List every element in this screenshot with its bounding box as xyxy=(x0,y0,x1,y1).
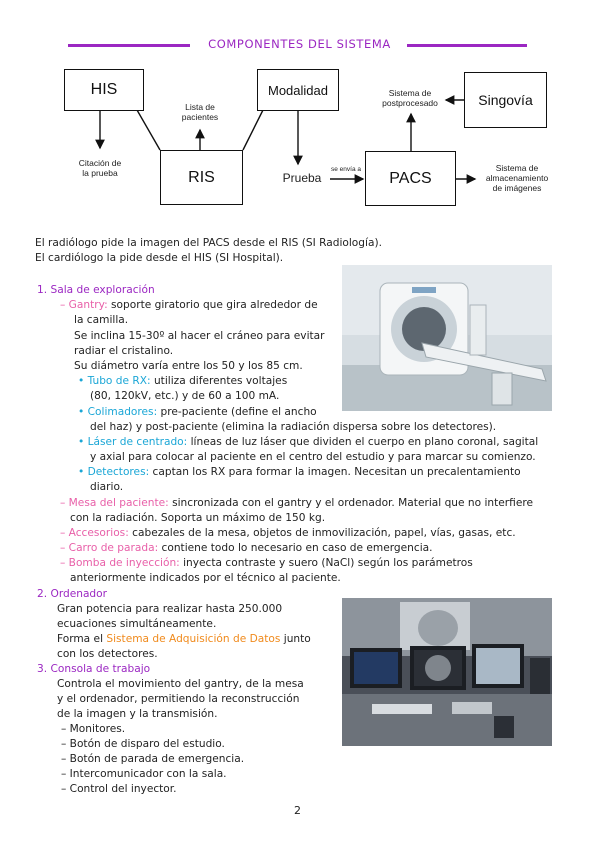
consola-item: – Intercomunicador con la sala. xyxy=(61,768,227,780)
ris-box: RIS xyxy=(160,150,243,205)
ordenador-line-1: Gran potencia para realizar hasta 250.00… xyxy=(57,603,283,615)
consola-line-1: Controla el movimiento del gantry, de la… xyxy=(57,678,304,690)
mesa-line-1: – Mesa del paciente: sincronizada con el… xyxy=(60,497,533,509)
ordenador-line-3: Forma el Sistema de Adquisición de Datos… xyxy=(57,633,311,645)
intro-line-1: El radiólogo pide la imagen del PACS des… xyxy=(35,237,382,249)
colim-line-1: • Colimadores: pre-paciente (define el a… xyxy=(78,406,317,418)
laser-line-1: • Láser de centrado: líneas de luz láser… xyxy=(78,436,539,448)
colim-line-2: del haz) y post-paciente (elimina la rad… xyxy=(90,421,497,433)
diametro-line: Su diámetro varía entre los 50 y los 85 … xyxy=(74,360,303,372)
page-number: 2 xyxy=(294,804,301,817)
citacion-label: Citación de la prueba xyxy=(78,158,122,178)
console-photo xyxy=(342,598,552,746)
header-rule-left xyxy=(68,44,190,47)
diagram-arrows xyxy=(95,95,477,184)
consola-item: – Botón de parada de emergencia. xyxy=(61,753,245,765)
ordenador-line-4: con los detectores. xyxy=(57,648,158,660)
bomba-line-1: – Bomba de inyección: inyecta contraste … xyxy=(60,557,473,569)
modalidad-box: Modalidad xyxy=(257,69,339,111)
laser-line-2: y axial para colocar al paciente en el c… xyxy=(90,451,536,463)
prueba-label: Prueba xyxy=(282,171,322,185)
header-rule-right xyxy=(407,44,527,47)
accesorios-line: – Accesorios: cabezales de la mesa, obje… xyxy=(60,527,516,539)
consola-line-3: de la imagen y la transmisión. xyxy=(57,708,218,720)
almacenamiento-label: Sistema de almacenamiento de imágenes xyxy=(485,163,549,193)
consola-item: – Monitores. xyxy=(61,723,126,735)
tubo-line-2: (80, 120kV, etc.) y de 60 a 100 mA. xyxy=(90,390,280,402)
consola-line-2: y el ordenador, permitiendo la reconstru… xyxy=(57,693,300,705)
section-3-heading: 3. Consola de trabajo xyxy=(37,663,151,675)
mesa-line-2: con la radiación. Soporta un máximo de 1… xyxy=(70,512,326,524)
tubo-line-1: • Tubo de RX: utiliza diferentes voltaje… xyxy=(78,375,288,387)
detect-line-1: • Detectores: captan los RX para formar … xyxy=(78,466,521,478)
page-title: COMPONENTES DEL SISTEMA xyxy=(208,37,391,51)
bomba-line-2: anteriormente indicados por el técnico a… xyxy=(70,572,341,584)
section-1-heading: 1. Sala de exploración xyxy=(37,284,155,296)
carro-line: – Carro de parada: contiene todo lo nece… xyxy=(60,542,433,554)
consola-item: – Control del inyector. xyxy=(61,783,177,795)
section-2-heading: 2. Ordenador xyxy=(37,588,107,600)
detect-line-2: diario. xyxy=(90,481,124,493)
pacs-box: PACS xyxy=(365,151,456,206)
singovia-box: Singovía xyxy=(464,72,547,128)
gantry-line-1: – Gantry: soporte giratorio que gira alr… xyxy=(60,299,318,311)
postprocesado-label: Sistema de postprocesado xyxy=(382,88,438,108)
se-envia-label: se envía a xyxy=(331,166,361,173)
ct-scanner-photo xyxy=(342,265,552,411)
his-box: HIS xyxy=(64,69,144,111)
ordenador-line-2: ecuaciones simultáneamente. xyxy=(57,618,217,630)
consola-item: – Botón de disparo del estudio. xyxy=(61,738,225,750)
lista-pacientes-label: Lista de pacientes xyxy=(181,102,219,122)
gantry-line-2: la camilla. xyxy=(74,314,129,326)
inclina-line-1: Se inclina 15-30º al hacer el cráneo par… xyxy=(74,330,325,342)
inclina-line-2: radiar el cristalino. xyxy=(74,345,174,357)
intro-line-2: El cardiólogo la pide desde el HIS (SI H… xyxy=(35,252,284,264)
